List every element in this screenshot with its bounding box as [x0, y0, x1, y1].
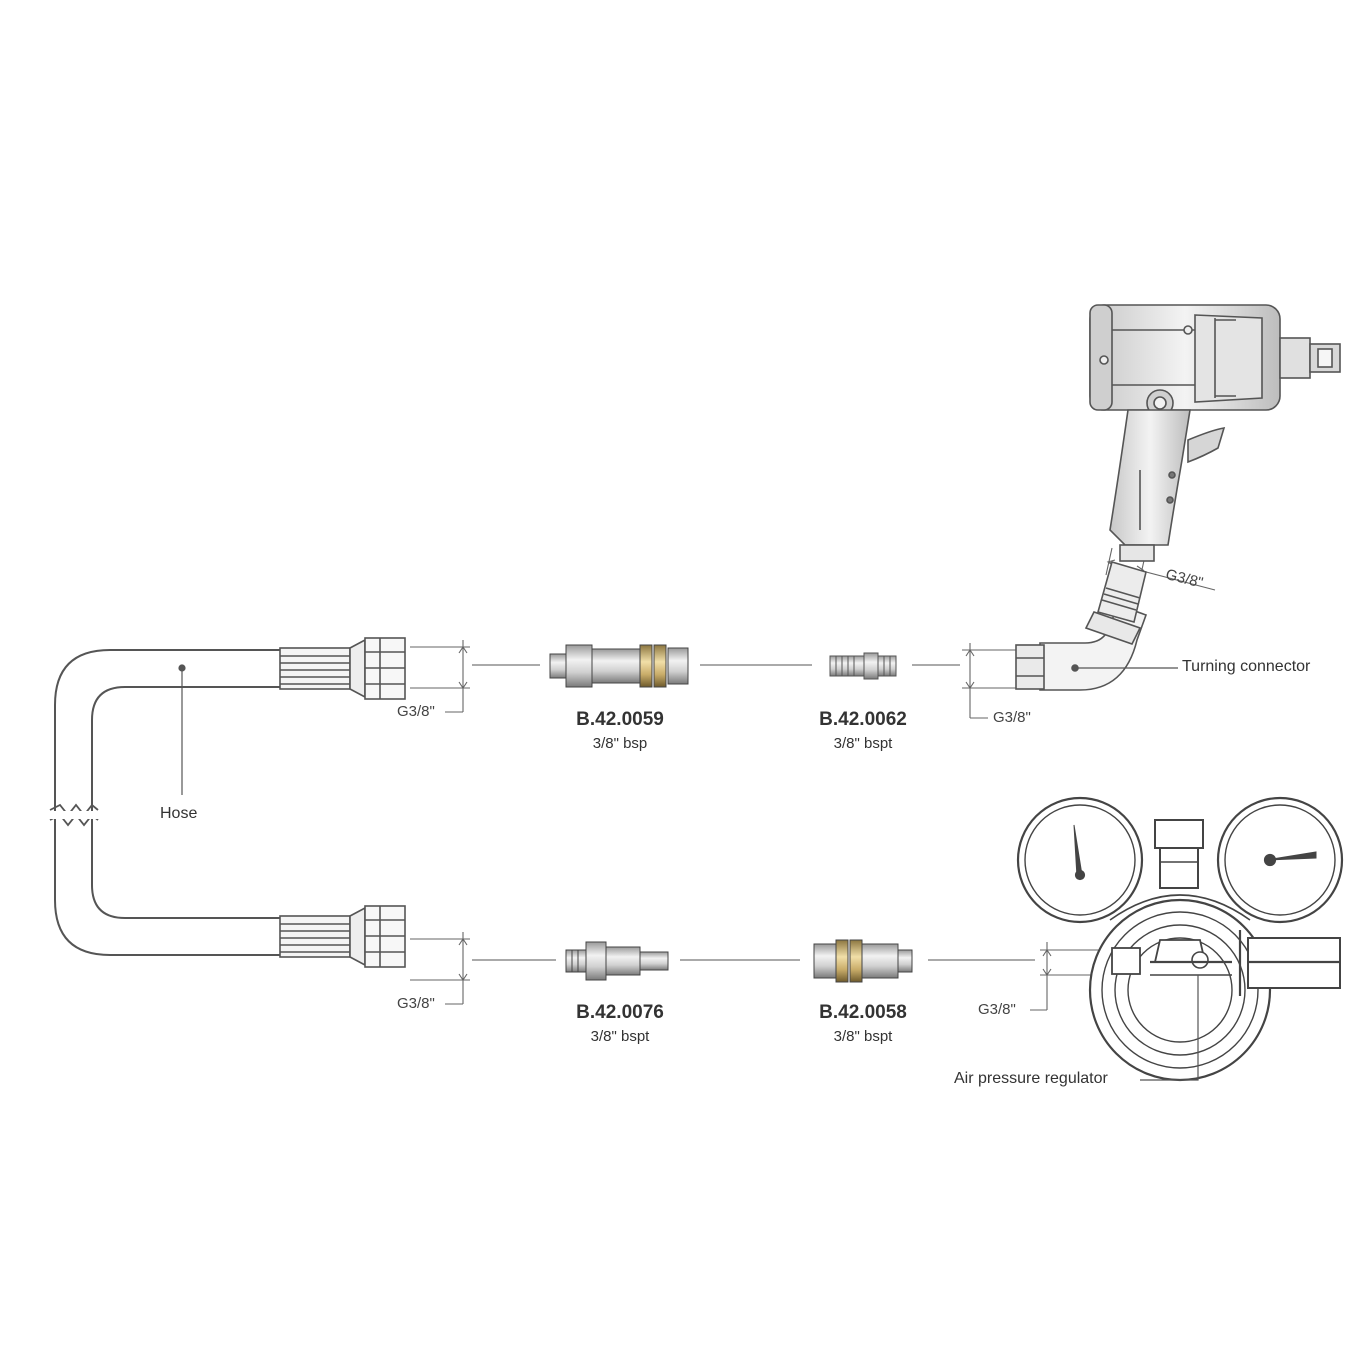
hose-top-dimension: G3/8": [397, 703, 435, 720]
nipple-b420062: [829, 652, 897, 680]
part-spec-b420059: 3/8" bsp: [592, 735, 648, 752]
hose-bottom-fitting: [279, 905, 406, 968]
part-code-b420062: B.42.0062: [819, 709, 907, 730]
part-spec-b420076: 3/8" bspt: [590, 1028, 650, 1045]
part-spec-b420058: 3/8" bspt: [833, 1028, 893, 1045]
hose-bottom-dimension: G3/8": [397, 995, 435, 1012]
regulator-outlet-dimension: G3/8": [978, 1001, 1016, 1018]
hose-label: Hose: [160, 805, 198, 822]
impact-wrench-icon: [1089, 304, 1341, 562]
air-pressure-regulator-icon: [1016, 796, 1344, 1082]
part-code-b420058: B.42.0058: [819, 1002, 907, 1023]
air-pressure-regulator-label: Air pressure regulator: [954, 1070, 1108, 1087]
connection-lines: [472, 664, 1035, 961]
coupling-b420058: [813, 939, 913, 983]
hose-top-fitting: [279, 637, 406, 700]
regulator-callout-line: [1140, 975, 1199, 1081]
part-code-b420076: B.42.0076: [576, 1002, 664, 1023]
part-spec-b420062: 3/8" bspt: [833, 735, 893, 752]
turning-connector-label: Turning connector: [1182, 658, 1311, 675]
part-code-b420059: B.42.0059: [576, 709, 664, 730]
turning-connector-dimension: G3/8": [993, 709, 1031, 726]
nipple-b420076: [565, 941, 669, 981]
hose: [48, 649, 280, 956]
hose-callout-line: [178, 664, 186, 795]
turning-connector: [1015, 561, 1148, 691]
coupling-b420059: [549, 644, 689, 688]
